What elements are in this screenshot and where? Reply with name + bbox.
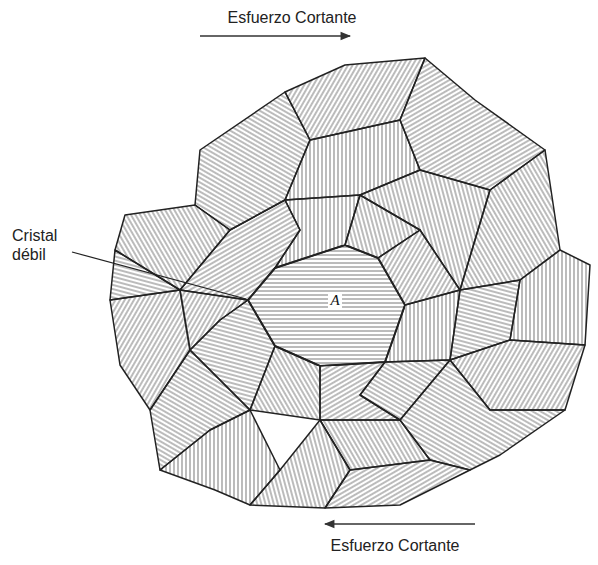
shear-arrow <box>325 523 475 525</box>
callout-label: Cristal débil <box>12 226 74 264</box>
grain-letter: A <box>328 292 341 309</box>
shear-arrow <box>200 35 350 37</box>
grain-outline <box>248 245 405 366</box>
weak-crystal-grain: A <box>248 245 405 366</box>
stress-label: Esfuerzo Cortante <box>228 8 357 27</box>
grain-boundaries <box>110 58 590 508</box>
stress-label: Esfuerzo Cortante <box>331 536 460 555</box>
leader-line <box>72 252 246 299</box>
